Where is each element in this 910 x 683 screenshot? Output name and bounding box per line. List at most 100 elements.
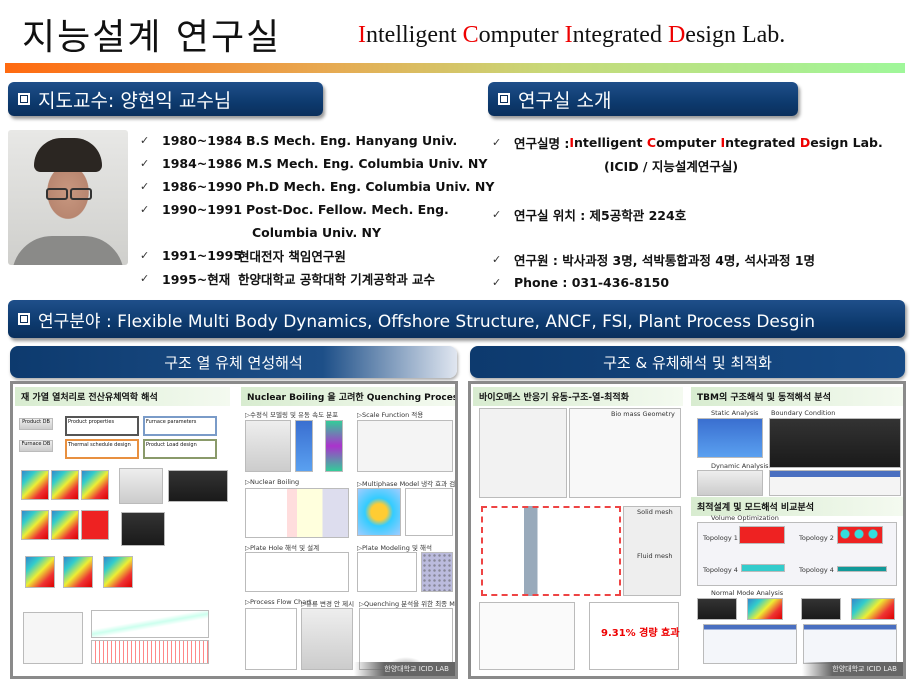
simulation-image — [21, 510, 49, 540]
panel-heading: TBM의 구조해석 및 동적해석 분석 — [691, 387, 903, 406]
cap: I — [564, 22, 573, 48]
figure-label: Boundary Condition — [771, 409, 836, 417]
diagram-box: Product DB — [19, 418, 53, 430]
cap: C — [646, 135, 657, 150]
boundary-condition-image — [769, 418, 901, 468]
check-icon: ✓ — [140, 203, 150, 216]
figure-label: Solid mesh — [637, 508, 673, 516]
right-research-panel: 바이오매스 반응기 유동-구조-열-최적화 TBM의 구조해석 및 동적해석 분… — [468, 381, 906, 679]
right-banner-text: 구조 & 유체해석 및 최적화 — [603, 353, 772, 372]
multiphase-image — [357, 488, 401, 536]
diagram-box: Furnace DB — [19, 440, 53, 452]
frequency-table — [803, 624, 897, 664]
tank-model-image — [245, 420, 291, 472]
detail: M.S Mech. Eng. Columbia Univ. NY — [246, 156, 488, 171]
simulation-image — [51, 510, 79, 540]
figure-label: ▷수정식 모델링 및 유동 속도 분포 — [245, 411, 339, 419]
word: esign Lab. — [810, 135, 883, 150]
plate-hole-image — [245, 552, 349, 592]
scale-function-image — [357, 420, 453, 472]
topology-label: Topology 1 — [703, 534, 738, 542]
lab-members: 연구원 : 박사과정 3명, 석박통합과정 4명, 석사과정 1명 — [514, 253, 816, 268]
simulation-image — [21, 470, 49, 500]
professor-photo — [8, 130, 128, 265]
lab-location: 연구실 위치 : 제5공학관 224호 — [514, 208, 687, 223]
biomass-model-image — [481, 506, 621, 596]
years: 1991~1995 — [162, 248, 243, 263]
list-item: Columbia Univ. NY — [140, 221, 494, 244]
word: esign Lab. — [685, 22, 786, 48]
cap: C — [462, 22, 479, 48]
research-fields-text: 연구분야 : Flexible Multi Body Dynamics, Off… — [38, 311, 816, 332]
mode-image — [747, 598, 783, 620]
detail: Ph.D Mech. Eng. Columbia Univ. NY — [246, 179, 495, 194]
left-banner-text: 구조 열 유체 연성해석 — [164, 353, 303, 372]
furnace-model-image — [119, 468, 163, 504]
topology-label: Topology 4 — [799, 566, 834, 574]
table-image — [479, 602, 575, 670]
figure-label: Volume Optimization — [711, 514, 779, 522]
checkbox-bullet-icon — [18, 313, 30, 325]
lab-heading: 연구실 소개 — [488, 82, 798, 116]
topology-image — [741, 564, 785, 572]
boiling-curve-image — [245, 488, 349, 538]
detail: Columbia Univ. NY — [252, 225, 382, 240]
years: 1986~1990 — [162, 179, 243, 194]
furnace-model-image — [168, 470, 228, 502]
panel-footer: 한양대학교 ICID LAB — [802, 662, 903, 676]
figure-label: ▷Nuclear Boiling — [245, 478, 300, 486]
lab-phone: Phone : 031-436-8150 — [514, 275, 670, 290]
detail: B.S Mech. Eng. Hanyang Univ. — [246, 133, 458, 148]
right-section-banner: 구조 & 유체해석 및 최적화 — [470, 346, 905, 378]
word: omputer — [656, 135, 717, 150]
simulation-image — [81, 470, 109, 500]
lab-name-sub: (ICID / 지능설계연구실) — [604, 159, 739, 174]
plate-chart-image — [357, 552, 417, 592]
word: ntegrated — [572, 22, 668, 48]
flow-change-image — [301, 608, 353, 670]
plate-model-image — [421, 552, 453, 592]
cap: D — [667, 22, 686, 48]
panel-footer: 한양대학교 ICID LAB — [354, 662, 455, 676]
flowchart-image — [23, 612, 83, 664]
mode-image — [801, 598, 841, 620]
temperature-chart-image — [91, 610, 209, 638]
check-icon: ✓ — [492, 276, 502, 289]
figure-label: ▷Multiphase Model 냉각 효과 검증 — [357, 480, 458, 488]
detail: 한양대학교 공학대학 기계공학과 교수 — [238, 272, 436, 287]
figure-label: ▷Plate Modeling 및 해석 — [357, 544, 432, 552]
word: ntelligent — [574, 135, 643, 150]
panel-heading: 재 가열 열처리로 전산유체역학 해석 — [15, 387, 230, 406]
figure-label: Bio mass Geometry — [611, 410, 675, 418]
check-icon: ✓ — [492, 253, 502, 266]
diagram-box: Product Load design — [143, 439, 217, 459]
geometry-image — [569, 408, 681, 498]
detail: Post-Doc. Fellow. Mech. Eng. — [246, 202, 449, 217]
page-title: 지능설계 연구실 — [22, 17, 282, 58]
list-item: ✓ 연구원 : 박사과정 3명, 석박통합과정 4명, 석사과정 1명 — [492, 248, 883, 271]
checkbox-bullet-icon — [498, 93, 510, 105]
frequency-table — [703, 624, 797, 664]
check-icon: ✓ — [140, 272, 150, 285]
diagram-box: Furnace parameters — [143, 416, 217, 436]
mode-image — [697, 598, 737, 620]
topology-image — [837, 526, 883, 544]
figure-label: ▷Quenching 분석을 위한 최종 Model — [359, 600, 458, 608]
check-icon: ✓ — [492, 208, 502, 221]
cap: D — [799, 135, 811, 150]
figure-label: ▷유류 변경 안 제시 — [301, 600, 355, 608]
list-item: (ICID / 지능설계연구실) — [492, 154, 883, 177]
boundary-table — [769, 470, 901, 496]
velocity-image — [325, 420, 343, 472]
word: omputer — [478, 22, 565, 48]
static-analysis-image — [697, 418, 763, 458]
detail: 현대전자 책임연구원 — [238, 249, 346, 264]
optimization-image — [589, 602, 679, 670]
